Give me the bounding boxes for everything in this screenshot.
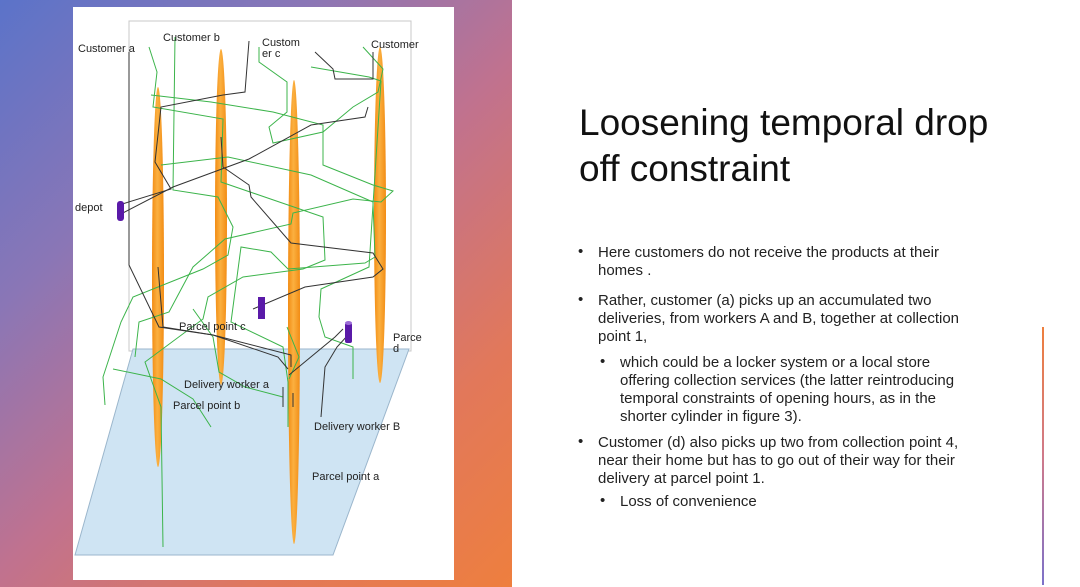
label-customer-d: Customer bbox=[371, 39, 419, 51]
bullet-item: • which could be a locker system or a lo… bbox=[600, 353, 978, 426]
cylinder-parcel-point-b bbox=[152, 87, 164, 467]
label-delivery-worker-a: Delivery worker a bbox=[184, 379, 269, 391]
route-green bbox=[258, 46, 384, 144]
route-black bbox=[288, 328, 344, 376]
label-customer-a: Customer a bbox=[78, 43, 135, 55]
route-green bbox=[112, 368, 212, 428]
bullet-glyph: • bbox=[578, 291, 584, 308]
bullet-text: which could be a locker system or a loca… bbox=[620, 354, 955, 425]
route-green bbox=[102, 36, 234, 406]
diagram-canvas bbox=[74, 20, 412, 556]
depot-marker bbox=[117, 201, 124, 221]
bullet-text: Customer (d) also picks up two from coll… bbox=[598, 434, 959, 487]
bullet-glyph: • bbox=[600, 492, 606, 509]
bullet-text: Rather, customer (a) picks up an accumul… bbox=[598, 292, 960, 345]
bullet-text: Loss of convenience bbox=[620, 493, 757, 510]
route-green bbox=[134, 94, 394, 358]
label-depot: depot bbox=[75, 202, 103, 214]
parcel-point-d-marker bbox=[345, 323, 352, 343]
bullet-text: Here customers do not receive the produc… bbox=[598, 244, 940, 279]
route-black bbox=[118, 106, 369, 216]
route-black bbox=[220, 136, 384, 310]
accent-bar bbox=[1042, 327, 1044, 585]
route-black bbox=[157, 266, 289, 370]
bullet-item: • Here customers do not receive the prod… bbox=[578, 243, 978, 280]
label-parcel-point-d: Parce d bbox=[393, 332, 422, 355]
route-black bbox=[118, 40, 250, 206]
route-black bbox=[320, 334, 349, 418]
bullet-item: • Customer (d) also picks up two from co… bbox=[578, 433, 978, 488]
label-parcel-point-b: Parcel point b bbox=[173, 400, 241, 412]
space-time-diagram: Customer a Customer b Custom er c Custom… bbox=[73, 7, 454, 580]
label-delivery-worker-b: Delivery worker B bbox=[314, 421, 401, 433]
bullet-glyph: • bbox=[578, 433, 584, 450]
label-parcel-point-c: Parcel point c bbox=[179, 321, 246, 333]
cylinder-parcel-point-c bbox=[215, 49, 227, 385]
parcel-point-d-marker-top bbox=[345, 321, 352, 325]
bullet-glyph: • bbox=[600, 353, 606, 370]
slide-title: Loosening temporal drop off constraint bbox=[579, 102, 989, 189]
route-black bbox=[314, 51, 374, 80]
route-green bbox=[192, 308, 284, 398]
label-customer-c: Custom er c bbox=[262, 37, 300, 60]
bullet-item: • Rather, customer (a) picks up an accum… bbox=[578, 291, 978, 346]
cylinder-parcel-point-a bbox=[288, 80, 300, 544]
label-customer-b: Customer b bbox=[163, 32, 220, 44]
bullet-glyph: • bbox=[578, 243, 584, 260]
route-green bbox=[160, 156, 376, 427]
parcel-point-c-marker bbox=[258, 297, 265, 319]
label-parcel-point-a: Parcel point a bbox=[312, 471, 380, 483]
route-green bbox=[144, 46, 326, 548]
bullet-list: • Here customers do not receive the prod… bbox=[578, 243, 978, 511]
cylinder-customer-d bbox=[374, 47, 386, 383]
bullet-item: • Loss of convenience bbox=[600, 492, 978, 511]
